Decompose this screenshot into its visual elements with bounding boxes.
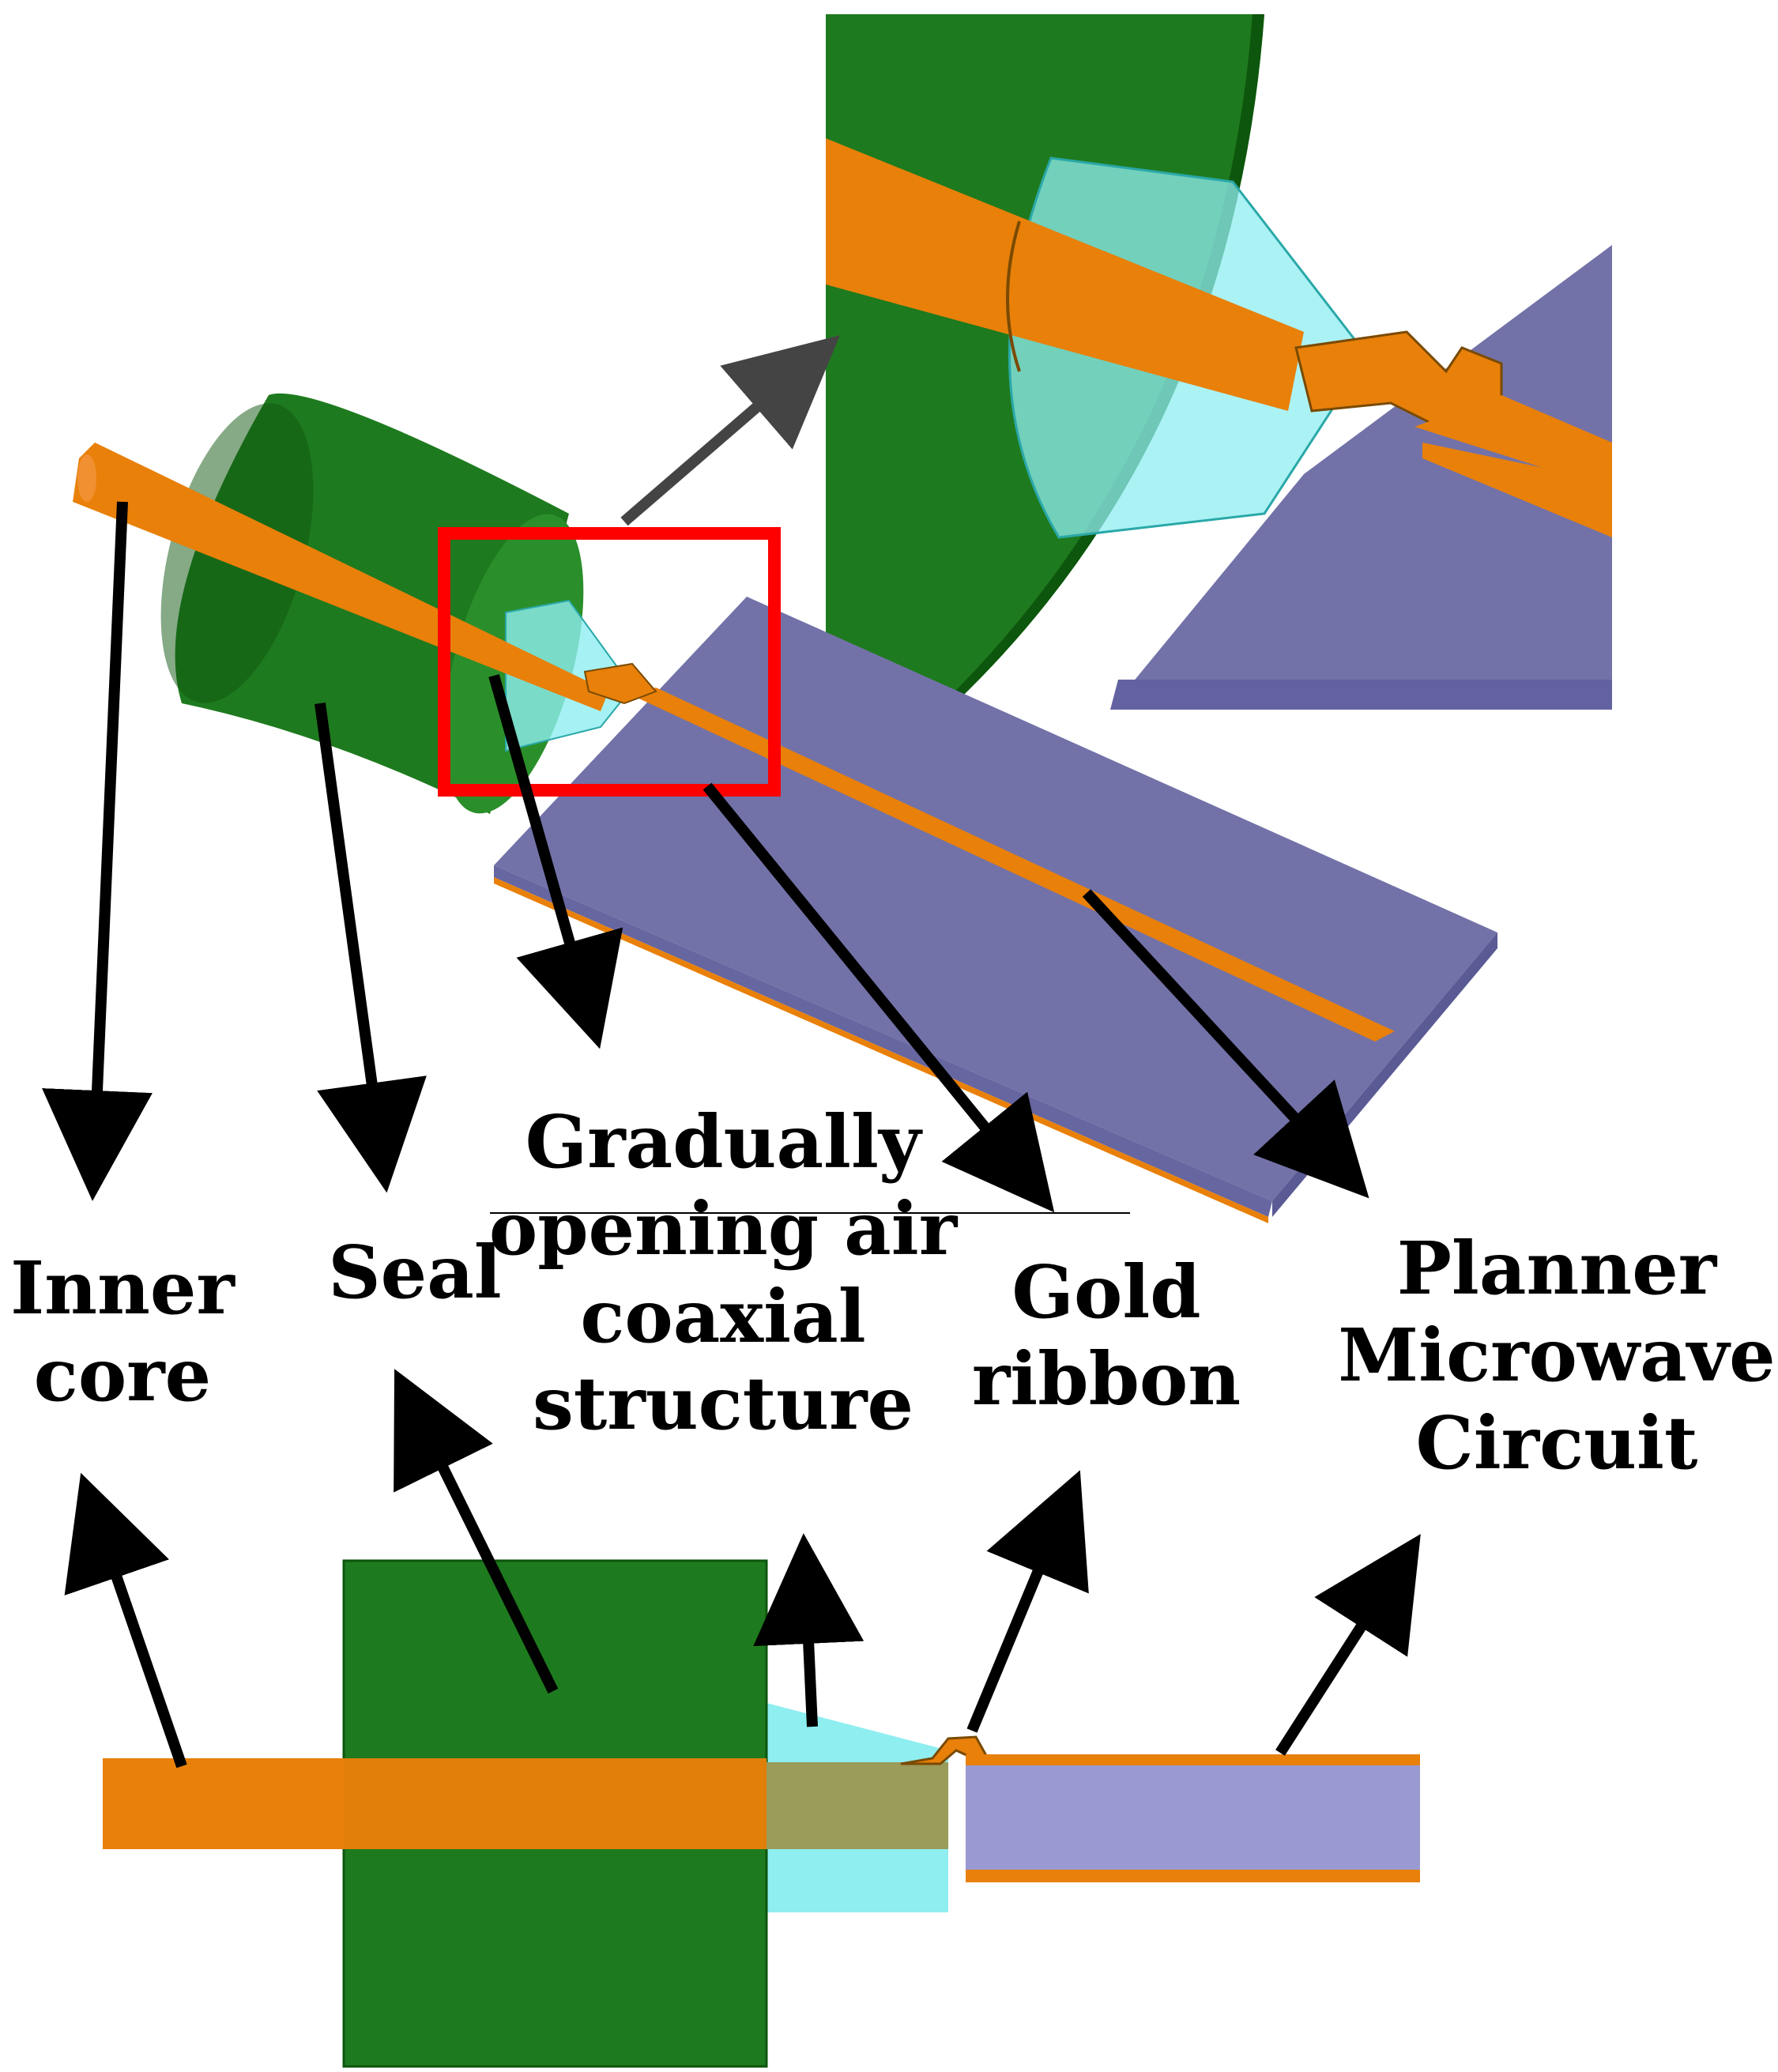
iso-inner-core [73,443,608,711]
zoom-highlight-box [438,527,781,797]
label-gold-ribbon-line1: Gold [1011,1249,1201,1335]
arrow-air-coax-bottom [753,1533,865,1727]
label-air-coax-line2: opening air [488,1186,958,1272]
label-air-coax: Gradually opening air coaxial structure [486,1098,960,1448]
label-planner-line3: Circuit [1415,1400,1698,1486]
arrow-inner-core-bottom [64,1472,187,1769]
leader-arrows [42,501,1421,1769]
label-planner-line2: Microwave [1338,1313,1776,1399]
label-gold-ribbon: Gold ribbon [960,1249,1253,1423]
inset-inner-core [826,138,1304,411]
label-planner-line1: Planner [1396,1226,1717,1311]
side-substrate [966,1754,1420,1881]
iso-gold-ribbon [583,662,657,705]
arrow-planner-bottom [1275,1534,1421,1756]
zoom-inset [826,14,1612,710]
iso-trace [632,688,1395,1042]
inset-trace [1422,443,1612,537]
inset-gold-ribbon [1294,330,1503,428]
arrow-inner-core-top [42,501,153,1201]
label-seal-line1: Seal [328,1230,502,1315]
side-core-in-air [767,1762,948,1849]
arrow-seal-top [315,703,427,1193]
label-planner-circuit: Planner Microwave Circuit [1335,1225,1778,1486]
label-air-coax-line1: Gradually [525,1099,921,1185]
label-inner-core: Inner core [8,1245,237,1419]
arrow-air-coax-top [488,674,623,1049]
arrow-gold-ribbon-top [703,782,1055,1213]
label-gold-ribbon-line2: ribbon [971,1336,1241,1422]
label-air-coax-line4: structure [532,1361,914,1447]
side-view [103,1559,1420,2068]
arrow-planner-top [1082,889,1369,1199]
label-inner-core-line1: Inner [10,1245,235,1331]
arrow-gold-ribbon-bottom [966,1470,1089,1733]
iso-view [73,393,1497,1223]
arrow-seal-bottom [394,1369,559,1694]
label-air-coax-line3: coaxial [580,1273,866,1359]
zoom-arrow [620,335,840,526]
label-inner-core-line2: core [33,1332,212,1418]
label-seal: Seal [328,1229,502,1316]
